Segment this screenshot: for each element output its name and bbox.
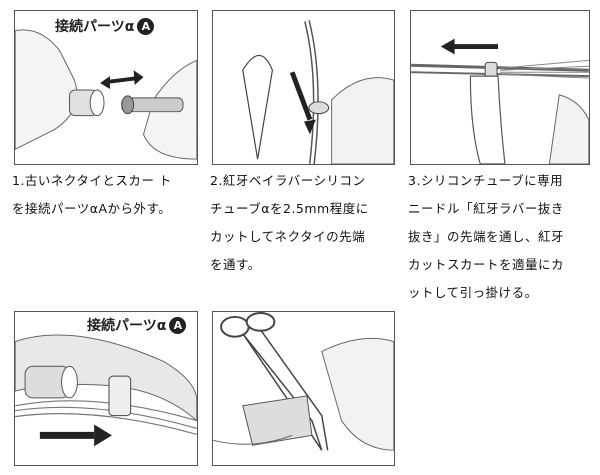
caption-line: ットして引っ掛ける。 <box>408 285 538 300</box>
step-3-drawing <box>411 38 589 164</box>
part-label-text: 接続パーツα <box>87 318 167 334</box>
step-1-caption: 1.古いネクタイとスカー ト を接続パーツαAから外す。 <box>12 167 202 223</box>
part-a-badge: A <box>137 18 155 35</box>
step-3-illustration <box>410 10 590 165</box>
step-2-caption: 2.紅牙ベイラバーシリコン チューブαを2.5mm程度に カットしてネクタイの先… <box>210 167 405 279</box>
caption-line: 1.古いネクタイとスカー ト <box>12 173 172 188</box>
part-a-badge: A <box>169 317 187 334</box>
caption-line: チューブαを2.5mm程度に <box>210 201 369 216</box>
caption-line: 抜き」の先端を通し、紅牙 <box>408 229 565 244</box>
caption-line: を接続パーツαAから外す。 <box>12 201 172 216</box>
caption-line: 3.シリコンチューブに専用 <box>408 173 564 188</box>
step-4-drawing <box>15 334 197 447</box>
caption-line: カットしてネクタイの先端 <box>210 229 366 244</box>
step-2-drawing <box>242 20 394 164</box>
step-5-illustration <box>212 311 395 466</box>
caption-line: 2.紅牙ベイラバーシリコン <box>210 173 366 188</box>
step-3-caption: 3.シリコンチューブに専用 ニードル「紅牙ラバー抜き 抜き」の先端を通し、紅牙 … <box>408 167 600 307</box>
step-1-drawing <box>15 29 197 160</box>
caption-line: を通す。 <box>210 257 261 272</box>
caption-line: ニードル「紅牙ラバー抜き <box>408 201 564 216</box>
part-label-text: 接続パーツα <box>55 19 135 35</box>
caption-line: カットスカートを適量にカ <box>408 257 565 272</box>
step-2-illustration <box>212 10 395 165</box>
step-5-drawing <box>213 312 394 451</box>
